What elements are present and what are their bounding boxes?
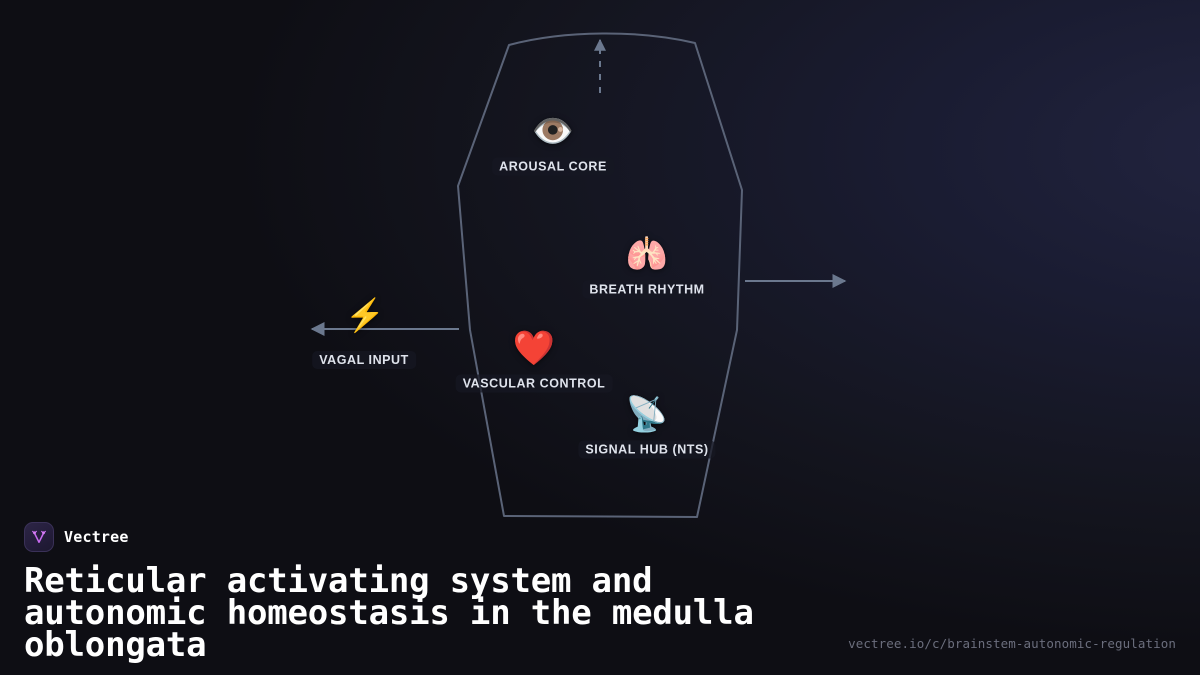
node-label-breath-rhythm: BREATH RHYTHM [582, 280, 712, 299]
vectree-logo-glyph [32, 530, 46, 543]
satellite-antenna-icon: 📡 [625, 395, 669, 434]
node-label-arousal-core: AROUSAL CORE [492, 157, 614, 176]
heart-icon: ❤️ [512, 329, 556, 368]
brand-name: Vectree [64, 528, 129, 546]
node-breath-rhythm[interactable]: 🫁 BREATH RHYTHM [582, 235, 712, 299]
node-label-vascular-control: VASCULAR CONTROL [455, 374, 613, 393]
node-vascular-control[interactable]: ❤️ VASCULAR CONTROL [455, 329, 613, 393]
lightning-bolt-icon: ⚡ [345, 297, 385, 333]
page-title: Reticular activating system and autonomi… [24, 561, 754, 665]
node-arousal-core[interactable]: 👁️ AROUSAL CORE [492, 115, 614, 176]
node-signal-hub-nts[interactable]: 📡 SIGNAL HUB (NTS) [578, 395, 716, 459]
eye-icon: 👁️ [531, 112, 575, 151]
brand-row: Vectree [24, 522, 1176, 552]
footer-url: vectree.io/c/brainstem-autonomic-regulat… [848, 636, 1176, 651]
node-label-signal-hub-nts: SIGNAL HUB (NTS) [578, 440, 716, 459]
caption-block: Vectree Reticular activating system and … [0, 522, 1200, 675]
lungs-icon: 🫁 [625, 235, 669, 274]
edge-label-vagal-input: VAGAL INPUT [312, 351, 416, 369]
vectree-logo [24, 522, 54, 552]
